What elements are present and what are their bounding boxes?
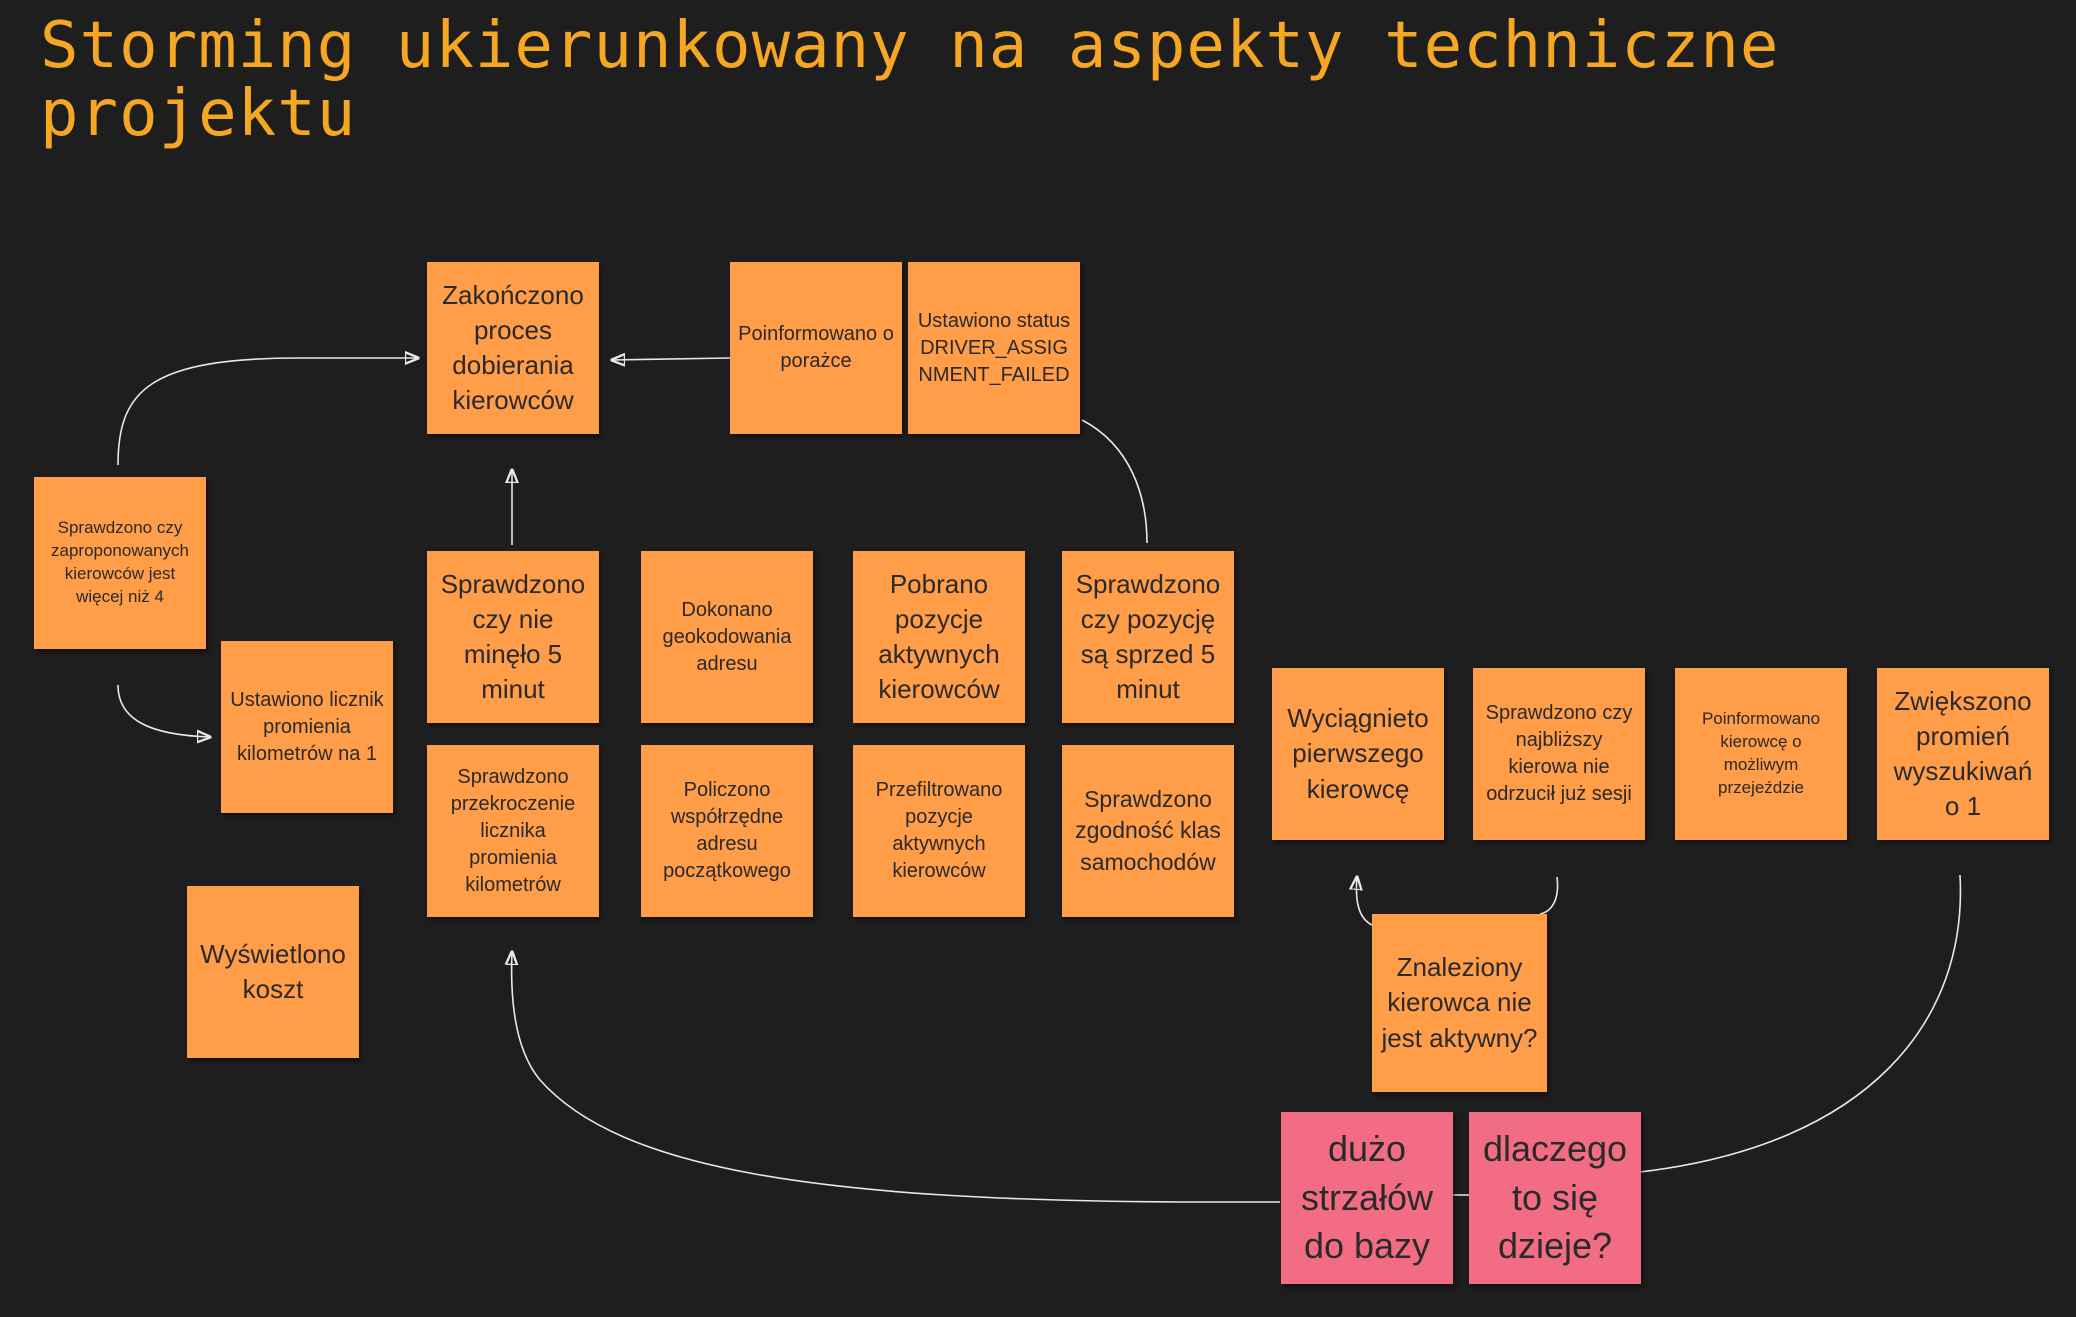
note-check-driver-rejected-session[interactable]: Sprawdzono czy najbliższy kierowa nie od…	[1473, 668, 1645, 840]
note-informed-failure[interactable]: Poinformowano o porażce	[730, 262, 902, 434]
note-computed-start-coordinates[interactable]: Policzono współrzędne adresu początkoweg…	[641, 745, 813, 917]
note-check-car-class-match[interactable]: Sprawdzono zgodność klas samochodów	[1062, 745, 1234, 917]
connector-check4-to-counter	[117, 684, 210, 737]
note-check-more-than-4-drivers[interactable]: Sprawdzono czy zaproponowanych kierowców…	[34, 477, 206, 649]
note-displayed-cost[interactable]: Wyświetlono koszt	[187, 886, 359, 1058]
note-set-radius-counter[interactable]: Ustawiono licznik promienia kilometrów n…	[221, 641, 393, 813]
note-check-radius-exceeded[interactable]: Sprawdzono przekroczenie licznika promie…	[427, 745, 599, 917]
note-many-db-calls[interactable]: dużo strzałów do bazy	[1281, 1112, 1453, 1284]
note-check-positions-older-5-min[interactable]: Sprawdzono czy pozycję są sprzed 5 minut	[1062, 551, 1234, 723]
page-title: Storming ukierunkowany na aspekty techni…	[40, 9, 1780, 151]
note-increased-search-radius[interactable]: Zwiększono promień wyszukiwań o 1	[1877, 668, 2049, 840]
connector-found-to-first-driver	[1356, 877, 1373, 926]
note-found-driver-not-active[interactable]: Znaleziony kierowca nie jest aktywny?	[1372, 914, 1547, 1092]
note-fetched-driver-positions[interactable]: Pobrano pozycje aktywnych kierowców	[853, 551, 1025, 723]
connector-shots-to-exceed-check	[512, 952, 1280, 1203]
note-finished-driver-matching[interactable]: Zakończono proces dobierania kierowców	[427, 262, 599, 434]
connector-informed-to-finished	[612, 358, 731, 360]
connector-driver-check-loop	[1539, 876, 1559, 915]
note-pulled-first-driver[interactable]: Wyciągnieto pierwszego kierowcę	[1272, 668, 1444, 840]
note-geocoded-address[interactable]: Dokonano geokodowania adresu	[641, 551, 813, 723]
note-why-happens[interactable]: dlaczego to się dzieje?	[1469, 1112, 1641, 1284]
note-check-5-minutes[interactable]: Sprawdzono czy nie minęło 5 minut	[427, 551, 599, 723]
connector-check4-to-finished	[117, 358, 418, 466]
note-status-driver-assignment-failed[interactable]: Ustawiono status DRIVER_ASSIGNMENT_FAILE…	[908, 262, 1080, 434]
note-informed-driver-ride[interactable]: Poinformowano kierowcę o możliwym przeje…	[1675, 668, 1847, 840]
connector-status-to-position-check	[1081, 419, 1148, 544]
connector-radius-to-why	[1639, 874, 1962, 1173]
note-filtered-driver-positions[interactable]: Przefiltrowano pozycje aktywnych kierowc…	[853, 745, 1025, 917]
